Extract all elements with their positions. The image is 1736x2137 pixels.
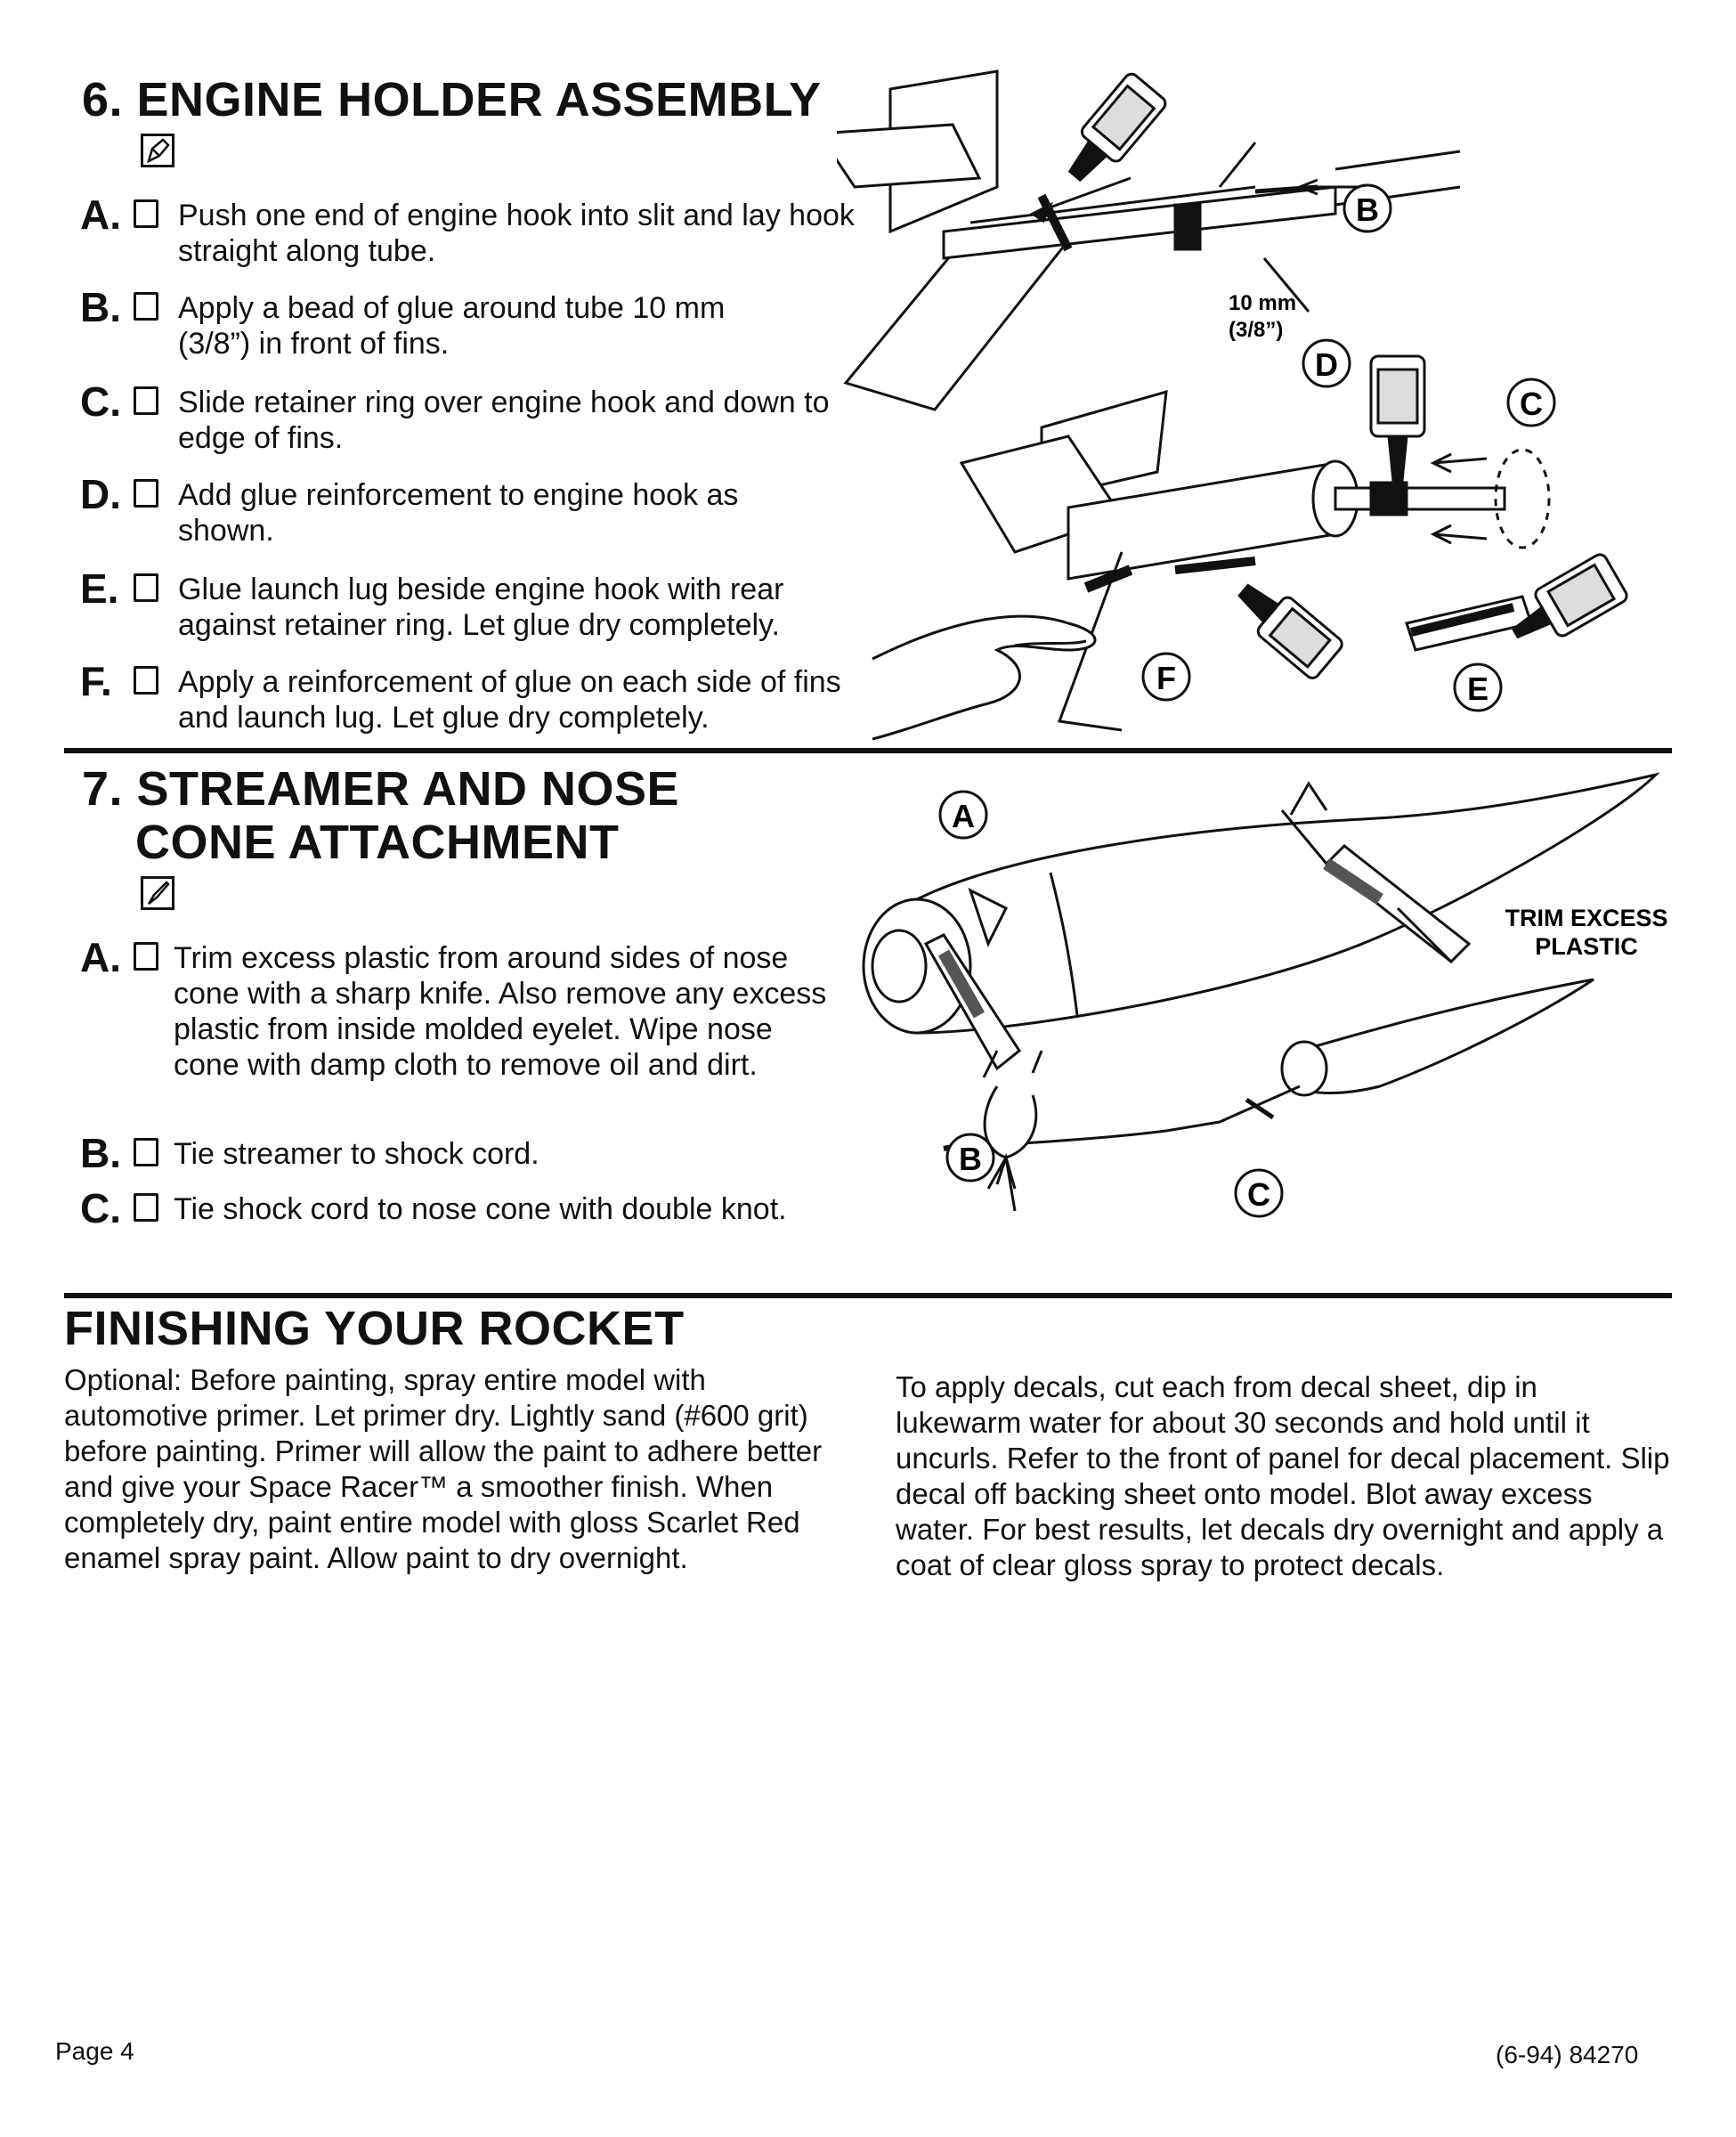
step-text: Tie streamer to shock cord.	[174, 1137, 539, 1171]
step-text: Slide retainer ring over engine hook and…	[178, 386, 830, 455]
step-letter: A.	[80, 191, 121, 238]
measure-in-label: (3/8”)	[1229, 318, 1283, 342]
measure-mm-label: 10 mm	[1229, 291, 1296, 315]
svg-text:C: C	[1247, 1176, 1270, 1213]
step-letter: E.	[80, 565, 119, 612]
step-checkbox[interactable]	[134, 199, 158, 228]
trim-label-line1: TRIM EXCESS	[1505, 905, 1667, 931]
finishing-right-paragraph: To apply decals, cut each from decal she…	[896, 1370, 1670, 1581]
step-text: Add glue reinforcement to engine hook as…	[178, 478, 739, 548]
section-divider	[64, 748, 1672, 753]
callout-f-6: F	[1141, 652, 1191, 702]
svg-text:B: B	[959, 1141, 982, 1177]
step-text: Apply a bead of glue around tube 10 mm (…	[178, 291, 726, 361]
step-checkbox[interactable]	[134, 1138, 158, 1166]
section7-title-line1: 7. STREAMER AND NOSE	[82, 762, 680, 816]
nose-cone-illustration: A B C TRIM EXCESS PLASTIC	[862, 772, 1668, 1218]
step-text: Trim excess plastic from around sides of…	[174, 941, 827, 1082]
step-checkbox[interactable]	[134, 292, 158, 321]
step-text: Push one end of engine hook into slit an…	[178, 199, 855, 268]
step-text: Apply a reinforcement of glue on each si…	[178, 665, 841, 735]
svg-text:A: A	[952, 798, 975, 834]
step-letter: D.	[80, 471, 121, 517]
step-letter: C.	[80, 378, 121, 425]
step-letter: B.	[80, 284, 121, 330]
step-letter: C.	[80, 1185, 121, 1231]
glue-tool-icon	[141, 134, 174, 167]
step-letter: F.	[80, 658, 112, 704]
callout-b-7: B	[945, 1133, 995, 1182]
svg-text:B: B	[1356, 191, 1379, 228]
svg-text:D: D	[1315, 346, 1338, 383]
page-number: Page 4	[55, 2037, 134, 2065]
callout-b-6: B	[1343, 183, 1392, 233]
step-text: Tie shock cord to nose cone with double …	[174, 1192, 787, 1226]
step-letter: B.	[80, 1130, 121, 1176]
step-letter: A.	[80, 934, 121, 980]
step-checkbox[interactable]	[134, 942, 158, 971]
engine-holder-illustration: B D C F E 10 mm (3/8”)	[837, 69, 1628, 741]
step-checkbox[interactable]	[134, 573, 158, 602]
document-code: (6-94) 84270	[1496, 2041, 1639, 2068]
knife-tool-icon	[141, 876, 174, 910]
callout-d-6: D	[1302, 338, 1351, 388]
callout-a-7: A	[938, 790, 988, 840]
step-checkbox[interactable]	[134, 1193, 158, 1222]
step-checkbox[interactable]	[134, 479, 158, 508]
callout-e-6: E	[1453, 662, 1503, 712]
svg-text:E: E	[1467, 670, 1489, 707]
trim-label-line2: PLASTIC	[1535, 933, 1638, 960]
section6-title: 6. ENGINE HOLDER ASSEMBLY	[82, 73, 822, 126]
finishing-title: FINISHING YOUR ROCKET	[64, 1302, 685, 1355]
section-divider	[64, 1293, 1672, 1298]
step-checkbox[interactable]	[134, 386, 158, 415]
finishing-left-paragraph: Optional: Before painting, spray entire …	[64, 1363, 823, 1574]
svg-text:F: F	[1156, 660, 1176, 696]
section7-title-line2: CONE ATTACHMENT	[135, 816, 620, 869]
svg-text:C: C	[1520, 386, 1543, 422]
callout-c-6: C	[1506, 378, 1556, 427]
callout-c-7: C	[1234, 1168, 1284, 1218]
step-checkbox[interactable]	[134, 666, 158, 695]
step-text: Glue launch lug beside engine hook with …	[178, 573, 784, 642]
